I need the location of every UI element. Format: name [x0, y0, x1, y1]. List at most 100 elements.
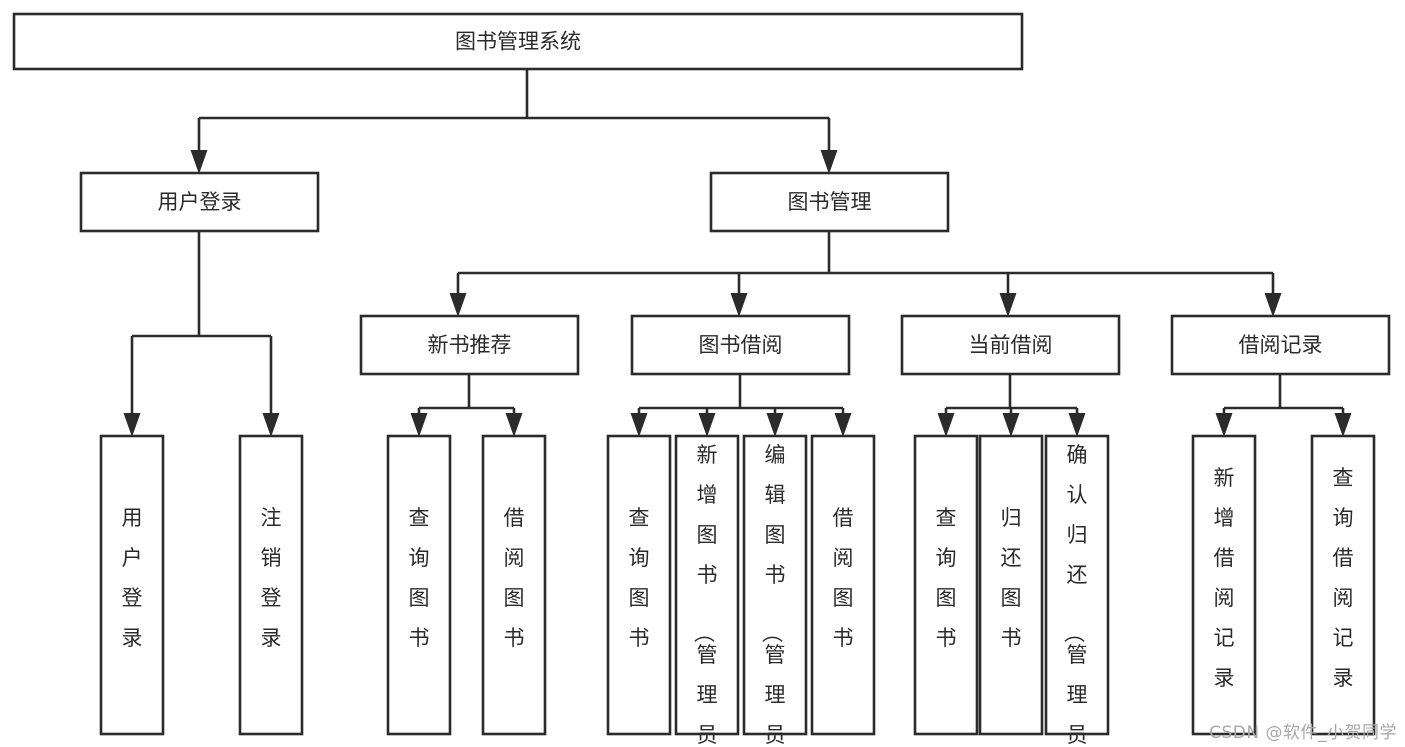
node-leaf-confirm-return[interactable]: 确认归还（管理员） — [1044, 434, 1110, 747]
node-box-leaf-add-record[interactable] — [1191, 434, 1257, 736]
node-leaf-user-login[interactable]: 用户登录 — [99, 434, 165, 736]
glyph: 询 — [629, 546, 650, 570]
glyph: 查 — [1333, 466, 1354, 490]
arrow-head-leaf-borrow-book-2 — [834, 413, 852, 437]
node-box-borrow-record[interactable] — [1170, 314, 1391, 376]
glyph: 管 — [697, 643, 718, 667]
node-label-root: 图书管理系统 — [455, 30, 581, 54]
node-leaf-query-book-3[interactable]: 查询图书 — [913, 434, 979, 736]
glyph: 理 — [1067, 683, 1088, 707]
glyph: 录 — [1214, 666, 1235, 690]
node-box-leaf-query-book-1[interactable] — [386, 434, 452, 736]
node-box-leaf-logout[interactable] — [238, 434, 304, 736]
glyph: 借 — [1214, 546, 1235, 570]
node-leaf-return-book[interactable]: 归还图书 — [978, 434, 1044, 736]
node-box-user-login[interactable] — [79, 171, 320, 233]
glyph: 还 — [1067, 563, 1088, 587]
glyph: 登 — [122, 586, 143, 610]
node-book-manage[interactable]: 图书管理 — [709, 171, 950, 233]
node-label-leaf-edit-book: 编辑图书（管理员） — [760, 443, 786, 747]
glyph: 录 — [122, 626, 143, 650]
glyph: 归 — [1067, 523, 1088, 547]
node-leaf-add-record[interactable]: 新增借阅记录 — [1191, 434, 1257, 736]
glyph: 编 — [765, 443, 786, 467]
glyph: 图 — [936, 586, 957, 610]
glyph: 书 — [409, 626, 430, 650]
connector-group-user-login — [123, 231, 280, 437]
node-leaf-edit-book[interactable]: 编辑图书（管理员） — [742, 434, 808, 747]
glyph: 记 — [1333, 626, 1354, 650]
node-leaf-borrow-book-1[interactable]: 借阅图书 — [481, 434, 547, 736]
glyph: （ — [692, 622, 716, 643]
node-box-book-borrow[interactable] — [630, 314, 851, 376]
glyph: 销 — [261, 546, 282, 570]
glyph: 还 — [1001, 546, 1022, 570]
glyph: 书 — [629, 626, 650, 650]
glyph: 员 — [1067, 723, 1088, 747]
glyph: 阅 — [1214, 586, 1235, 610]
glyph: 书 — [765, 563, 786, 587]
node-book-borrow[interactable]: 图书借阅 — [630, 314, 851, 376]
glyph: 注 — [261, 506, 282, 530]
glyph: 借 — [1333, 546, 1354, 570]
node-box-leaf-query-book-3[interactable] — [913, 434, 979, 736]
glyph: 借 — [504, 506, 525, 530]
node-box-leaf-borrow-book-2[interactable] — [810, 434, 876, 736]
node-leaf-query-record[interactable]: 查询借阅记录 — [1310, 434, 1376, 736]
glyph: 书 — [833, 626, 854, 650]
node-label-new-book-rec: 新书推荐 — [428, 333, 512, 357]
node-new-book-rec[interactable]: 新书推荐 — [359, 314, 580, 376]
node-box-leaf-confirm-return[interactable] — [1044, 434, 1110, 736]
glyph: （ — [760, 622, 784, 643]
node-user-login[interactable]: 用户登录 — [79, 171, 320, 233]
node-box-leaf-query-record[interactable] — [1310, 434, 1376, 736]
glyph: 借 — [833, 506, 854, 530]
glyph: 管 — [765, 643, 786, 667]
glyph: 用 — [122, 506, 143, 530]
node-box-current-borrow[interactable] — [900, 314, 1121, 376]
node-leaf-query-book-1[interactable]: 查询图书 — [386, 434, 452, 736]
node-label-leaf-query-book-3: 查询图书 — [936, 506, 957, 650]
glyph: 询 — [409, 546, 430, 570]
node-leaf-query-book-2[interactable]: 查询图书 — [606, 434, 672, 736]
node-box-leaf-borrow-book-1[interactable] — [481, 434, 547, 736]
glyph: 阅 — [833, 546, 854, 570]
arrow-head-leaf-edit-book — [766, 413, 784, 437]
node-box-leaf-query-book-2[interactable] — [606, 434, 672, 736]
node-root[interactable]: 图书管理系统 — [12, 12, 1024, 71]
arrow-head-leaf-user-login — [123, 413, 141, 437]
glyph: 辑 — [765, 483, 786, 507]
arrow-head-leaf-query-book-1 — [410, 413, 428, 437]
node-box-new-book-rec[interactable] — [359, 314, 580, 376]
node-box-leaf-user-login[interactable] — [99, 434, 165, 736]
arrow-head-leaf-add-record — [1215, 413, 1233, 437]
node-leaf-add-book[interactable]: 新增图书（管理员） — [674, 434, 740, 747]
node-box-root[interactable] — [12, 12, 1024, 71]
glyph: 查 — [936, 506, 957, 530]
glyph: 图 — [629, 586, 650, 610]
node-label-leaf-borrow-book-2: 借阅图书 — [833, 506, 854, 650]
node-current-borrow[interactable]: 当前借阅 — [900, 314, 1121, 376]
glyph: 员 — [765, 723, 786, 747]
node-box-book-manage[interactable] — [709, 171, 950, 233]
glyph: 理 — [697, 683, 718, 707]
node-label-leaf-confirm-return: 确认归还（管理员） — [1062, 443, 1088, 747]
glyph: 书 — [1001, 626, 1022, 650]
connector-group-borrow-record — [1215, 374, 1352, 437]
glyph: 管 — [1067, 643, 1088, 667]
node-box-leaf-add-book[interactable] — [674, 434, 740, 736]
arrow-head-leaf-add-book — [698, 413, 716, 437]
node-label-current-borrow: 当前借阅 — [969, 333, 1053, 357]
node-label-leaf-add-book: 新增图书（管理员） — [692, 443, 718, 747]
node-borrow-record[interactable]: 借阅记录 — [1170, 314, 1391, 376]
glyph: 录 — [261, 626, 282, 650]
glyph: 阅 — [504, 546, 525, 570]
node-leaf-borrow-book-2[interactable]: 借阅图书 — [810, 434, 876, 736]
node-leaf-logout[interactable]: 注销登录 — [238, 434, 304, 736]
glyph: 记 — [1214, 626, 1235, 650]
node-box-leaf-edit-book[interactable] — [742, 434, 808, 736]
node-box-leaf-return-book[interactable] — [978, 434, 1044, 736]
node-label-user-login: 用户登录 — [158, 190, 242, 214]
